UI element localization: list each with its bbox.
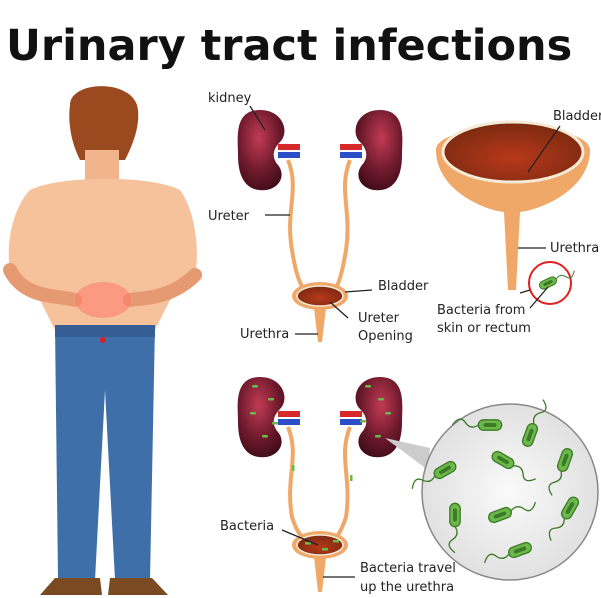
magnified-bacteria-view	[385, 397, 599, 581]
page-title: Urinary tract infections	[6, 21, 572, 71]
urinary-system-diagram: kidney Ureter Bladder Ureter Opening Ure…	[208, 91, 429, 344]
label-kidney: kidney	[208, 91, 252, 106]
label-urethra-detail: Urethra	[550, 241, 599, 256]
infected-urinary-system-diagram: Bacteria Bacteria travel up the urethra	[220, 377, 456, 595]
label-ureter-opening-line1: Ureter	[358, 311, 400, 326]
bladder-detail-diagram: Bladder Urethra Bacteria from skin or re…	[436, 109, 601, 336]
label-bladder-detail: Bladder	[553, 109, 601, 124]
kidney-right	[340, 110, 403, 191]
label-bacteria-travel-line2: up the urethra	[360, 580, 454, 595]
label-bacteria: Bacteria	[220, 519, 274, 534]
label-urethra: Urethra	[240, 327, 289, 342]
person-back-pain-illustration	[3, 86, 202, 595]
label-bladder: Bladder	[378, 279, 429, 294]
label-ureter: Ureter	[208, 209, 250, 224]
label-bacteria-travel-line1: Bacteria travel	[360, 561, 456, 576]
label-ureter-opening-line2: Opening	[358, 329, 413, 344]
label-bacteria-source-line2: skin or rectum	[437, 321, 531, 336]
label-bacteria-source-line1: Bacteria from	[437, 303, 525, 318]
